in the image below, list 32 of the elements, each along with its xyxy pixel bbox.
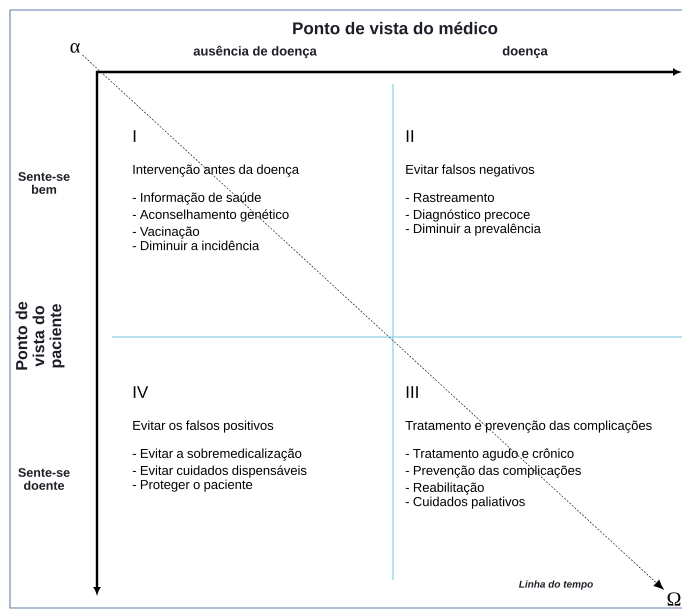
list-item: - Rastreamento — [406, 192, 494, 202]
timeline-label: Linha do tempo — [518, 580, 593, 590]
roman-numeral: I — [134, 130, 136, 142]
list-item: - Reabilitação — [406, 482, 484, 495]
roman-numeral: III — [406, 386, 418, 398]
title: Ponto de vista do médico — [293, 22, 498, 34]
list-item: - Aconselhamento genético — [132, 209, 289, 222]
axis-label: Ponto de vista do paciente — [16, 302, 64, 370]
greek-letter: α — [70, 43, 80, 53]
roman-numeral: II — [406, 130, 414, 142]
roman-numeral: IV — [134, 386, 148, 398]
list-item: - Informação de saúde — [132, 192, 261, 205]
list-item: - Evitar cuidados dispensáveis — [132, 465, 306, 478]
heading: Evitar falsos negativos — [406, 164, 534, 177]
axis-label: Sente-se doente — [18, 468, 70, 490]
axis-label: doença — [502, 46, 548, 58]
list-item: - Diminuir a incidência — [132, 240, 260, 250]
heading: Evitar os falsos positivos — [133, 420, 274, 433]
list-item: - Cuidados paliativos — [406, 496, 525, 509]
list-item: - Diminuir a prevalência — [406, 224, 541, 236]
heading: Intervenção antes da doença — [133, 164, 300, 177]
list-item: - Evitar a sobremedicalização — [132, 448, 302, 461]
greek-letter: Ω — [668, 592, 680, 606]
axis-label: Sente-se bem — [18, 172, 70, 194]
list-item: - Proteger o paciente — [132, 480, 252, 492]
axis-label: ausência de doença — [194, 46, 317, 58]
list-item: - Tratamento agudo e crônico — [406, 448, 574, 461]
list-item: - Diagnóstico precoce — [406, 209, 530, 222]
heading: Tratamento e prevenção das complicações — [406, 420, 652, 433]
list-item: - Vacinação — [132, 226, 200, 239]
list-item: - Prevenção das complicações — [406, 465, 581, 478]
timeline-arrow — [82, 54, 664, 590]
